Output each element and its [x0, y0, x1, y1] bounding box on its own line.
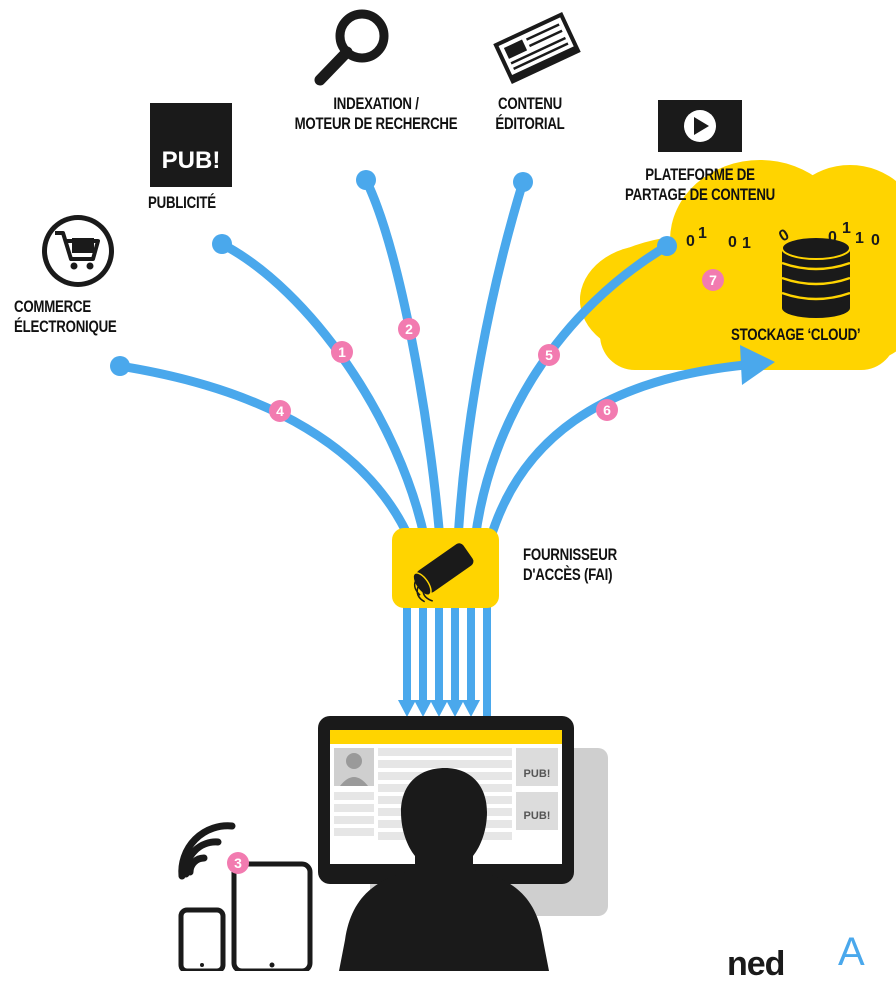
phone-icon: [178, 907, 226, 971]
label-fai: FOURNISSEUR D'ACCÈS (FAI): [523, 545, 617, 585]
label-fai-line2: D'ACCÈS (FAI): [523, 565, 613, 584]
binary-digit: 1: [742, 235, 751, 252]
badge-6: 6: [596, 399, 618, 421]
label-publicite: PUBLICITÉ: [148, 193, 216, 212]
user-silhouette-icon: [339, 768, 549, 971]
label-indexation: INDEXATION / MOTEUR DE RECHERCHE: [275, 94, 478, 134]
cloud-arrow-head: [740, 345, 775, 385]
line-cloud: [485, 360, 750, 545]
screen-pub-2: PUB!: [523, 810, 551, 822]
line-contenu: [453, 177, 528, 545]
database-icon: [781, 236, 851, 318]
line-endpoints: [110, 170, 677, 376]
shopping-cart-icon: [42, 215, 114, 287]
connection-lines: [115, 175, 750, 545]
tablet-icon: [231, 861, 313, 971]
binary-digit: 0: [728, 234, 737, 251]
footer-logo-a: A: [838, 930, 865, 974]
binary-digit: 1: [842, 220, 851, 237]
label-indexation-line2: MOTEUR DE RECHERCHE: [294, 114, 458, 133]
label-commerce-line2: ÉLECTRONIQUE: [14, 317, 117, 336]
label-contenu-line2: ÉDITORIAL: [495, 114, 565, 133]
badge-1: 1: [331, 341, 353, 363]
footer-logo-ned: ned: [727, 945, 785, 983]
binary-digit: 0: [828, 229, 837, 246]
magnifier-icon: [314, 9, 389, 86]
line-indexation: [361, 175, 445, 545]
label-contenu: CONTENU ÉDITORIAL: [483, 94, 577, 134]
line-commerce: [115, 361, 415, 545]
label-plateforme-line1: PLATEFORME DE: [645, 165, 755, 184]
label-commerce: COMMERCE ÉLECTRONIQUE: [14, 297, 117, 337]
newspaper-icon: [493, 12, 581, 84]
badge-5: 5: [538, 344, 560, 366]
binary-digit: 0: [686, 233, 695, 250]
binary-digit: 0: [871, 232, 880, 249]
download-arrows: [403, 605, 491, 718]
label-indexation-line1: INDEXATION /: [333, 94, 419, 113]
label-plateforme-line2: PARTAGE DE CONTENU: [624, 185, 776, 204]
pub-icon: [150, 103, 232, 187]
badge-2: 2: [398, 318, 420, 340]
badge-4: 4: [269, 400, 291, 422]
download-arrow-heads: [398, 700, 480, 717]
label-stockage: STOCKAGE ‘CLOUD’: [731, 325, 861, 344]
binary-digit: 1: [698, 225, 707, 242]
binary-digit: 1: [855, 230, 864, 247]
label-commerce-line1: COMMERCE: [14, 297, 91, 316]
badge-7: 7: [702, 269, 724, 291]
label-contenu-line1: CONTENU: [498, 94, 562, 113]
play-button-icon: [658, 100, 742, 152]
line-publicite: [217, 239, 430, 545]
screen-pub-1: PUB!: [523, 768, 551, 780]
line-plateforme: [470, 241, 672, 545]
badge-3: 3: [227, 852, 249, 874]
label-plateforme: PLATEFORME DE PARTAGE DE CONTENU: [614, 165, 786, 205]
cable-icon: [412, 543, 474, 603]
pub-icon-text: PUB!: [161, 147, 221, 174]
label-fai-line1: FOURNISSEUR: [523, 545, 617, 564]
wifi-icon: [178, 822, 236, 880]
